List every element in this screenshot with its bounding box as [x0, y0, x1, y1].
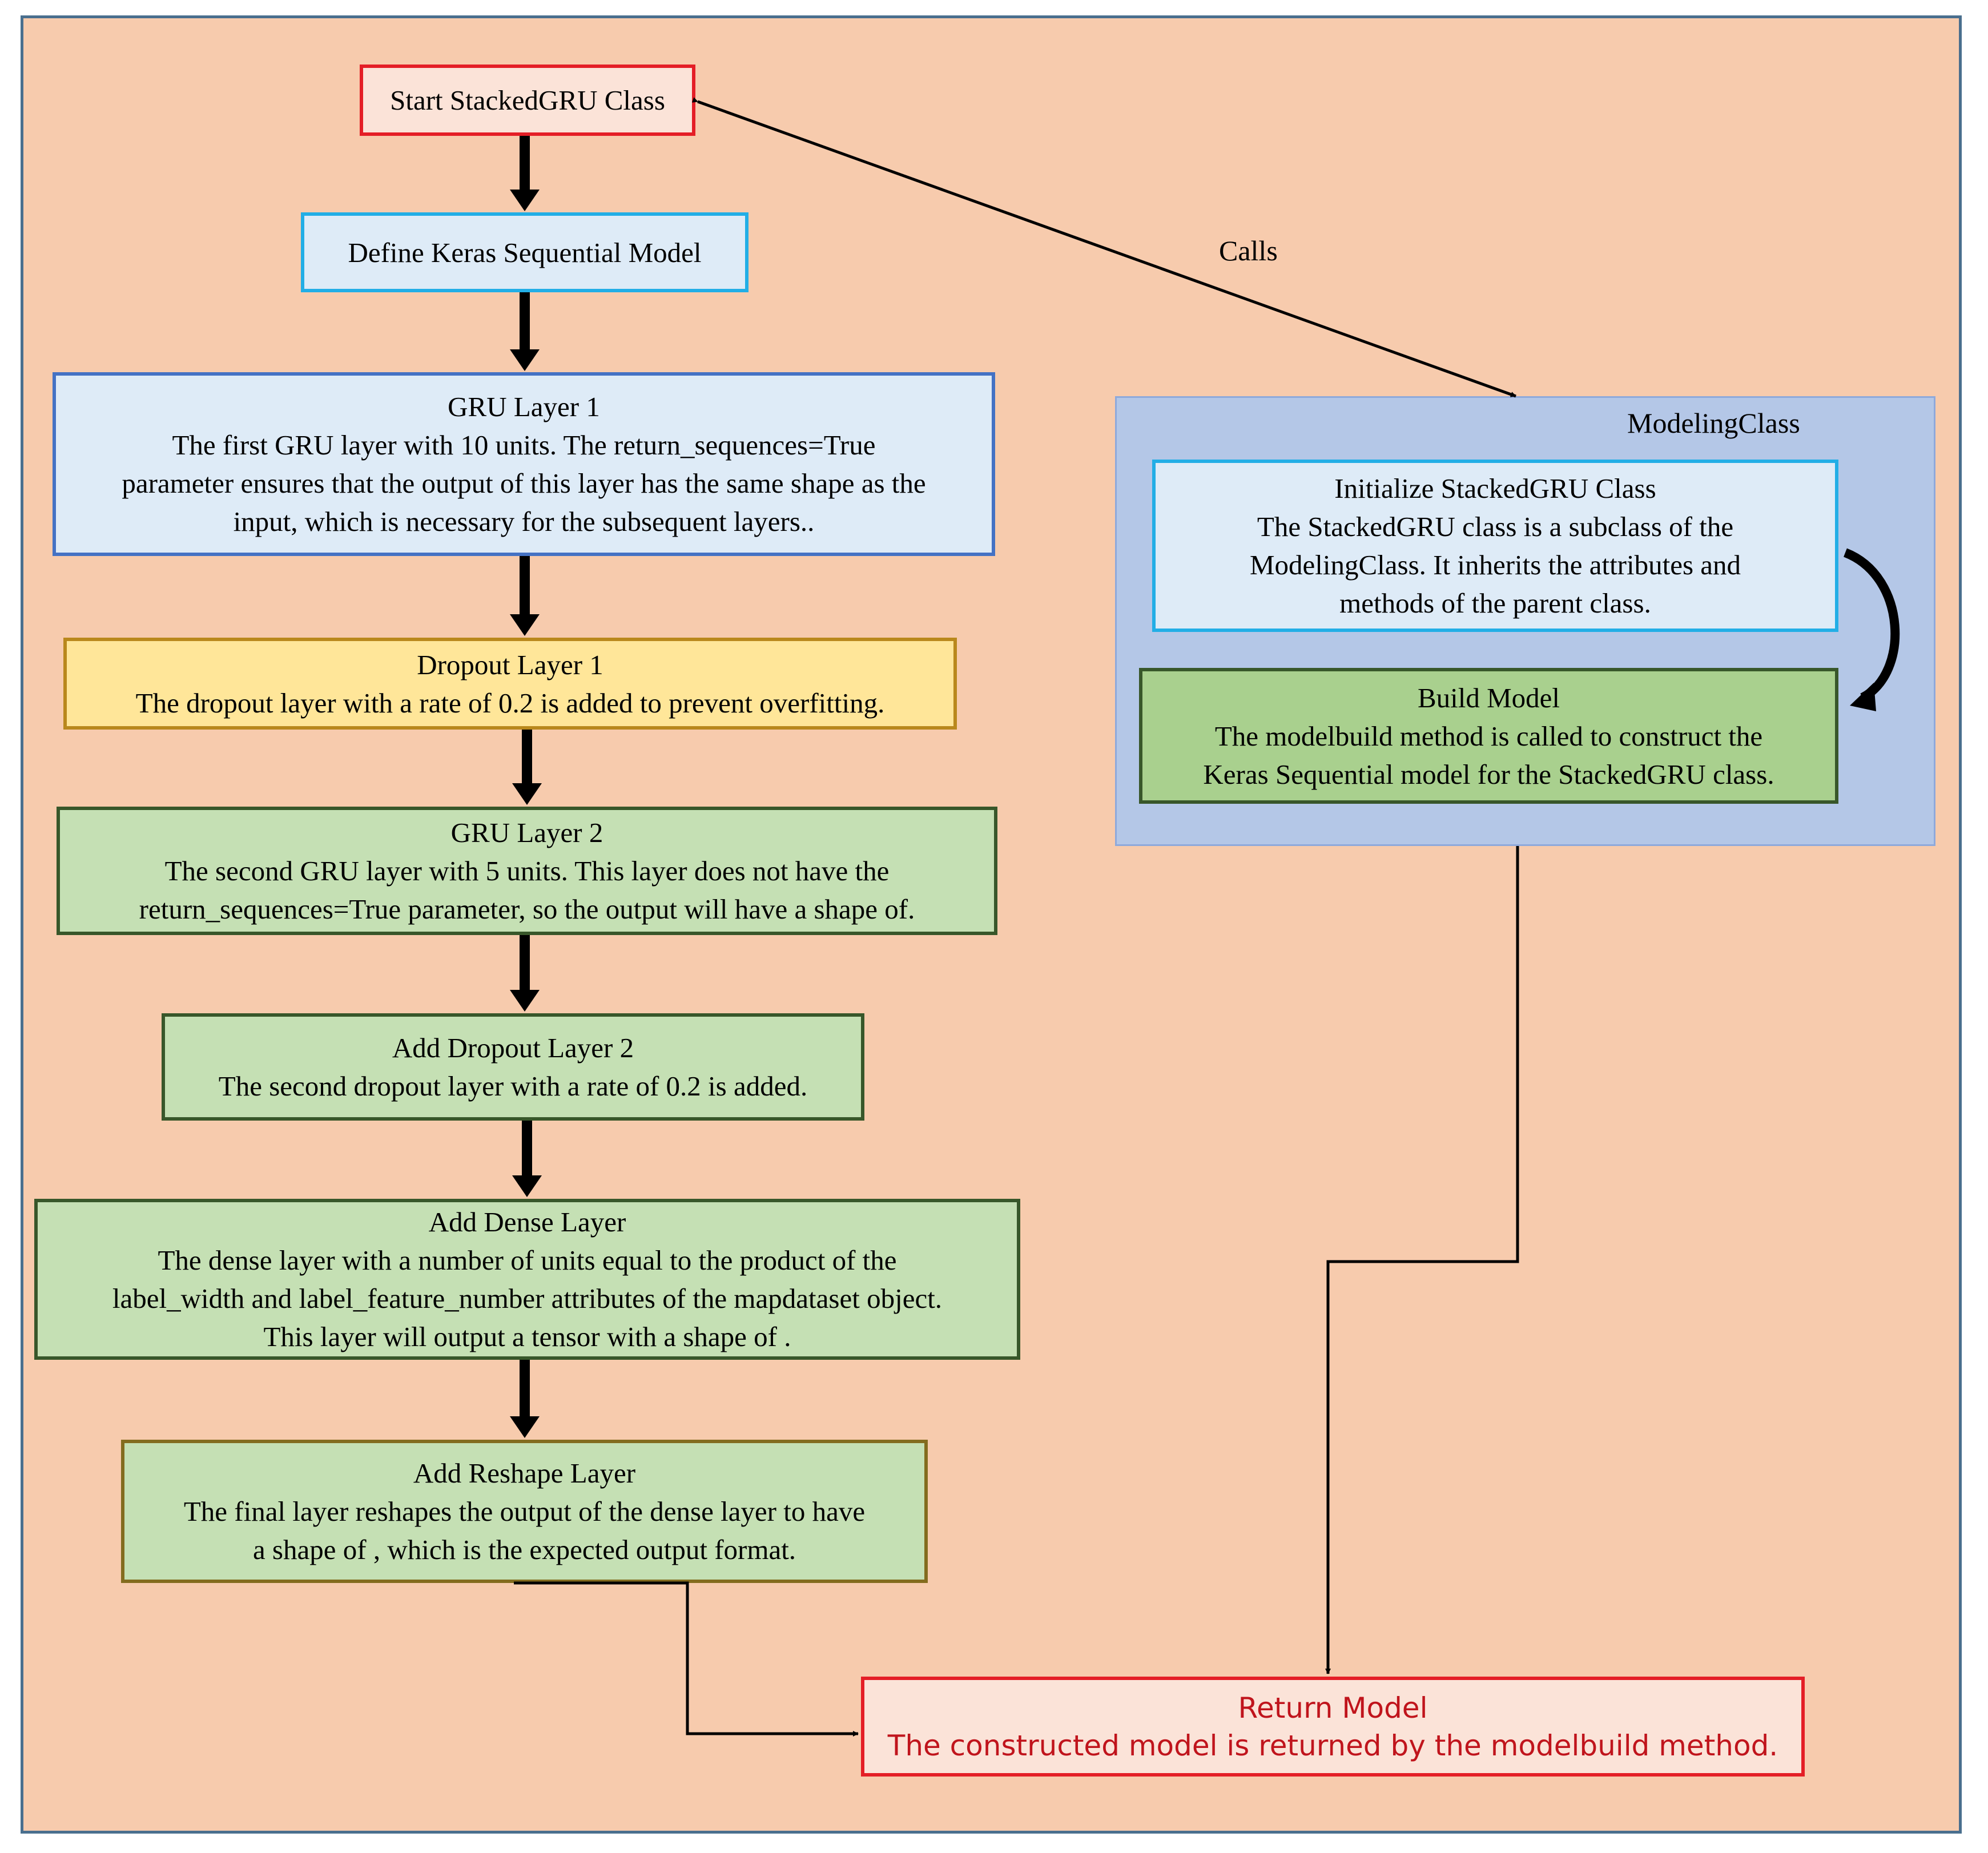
- gru2-line-1: The second GRU layer with 5 units. This …: [164, 855, 890, 887]
- init-title: Initialize StackedGRU Class: [1334, 473, 1656, 504]
- arrow-start-to-define: [510, 136, 540, 211]
- dropout-layer-1-node: Dropout Layer 1 The dropout layer with a…: [63, 638, 957, 730]
- gru1-line-3: input, which is necessary for the subseq…: [233, 506, 815, 537]
- gru2-title: GRU Layer 2: [450, 817, 603, 848]
- reshape-line-2: a shape of , which is the expected outpu…: [252, 1534, 796, 1565]
- init-line-1: The StackedGRU class is a subclass of th…: [1257, 511, 1734, 542]
- dense-line-1: The dense layer with a number of units e…: [158, 1244, 897, 1276]
- dense-line-2: label_width and label_feature_number att…: [112, 1283, 943, 1314]
- define-model-node: Define Keras Sequential Model: [301, 212, 748, 292]
- connector-modeling-to-return: [1325, 846, 1519, 1674]
- reshape-title: Add Reshape Layer: [413, 1457, 636, 1489]
- gru2-line-2: return_sequences=True parameter, so the …: [139, 893, 915, 925]
- arrow-dropout1-to-gru2: [512, 730, 542, 805]
- arrow-gru1-to-dropout1: [510, 556, 540, 636]
- build-title: Build Model: [1417, 682, 1560, 714]
- build-model-node: Build Model The modelbuild method is cal…: [1139, 668, 1838, 804]
- gru1-line-1: The first GRU layer with 10 units. The r…: [172, 429, 876, 461]
- gru1-title: GRU Layer 1: [448, 391, 600, 422]
- curved-arrow-init-to-build: [1843, 548, 1900, 711]
- define-title: Define Keras Sequential Model: [348, 236, 702, 268]
- gru-layer-1-node: GRU Layer 1 The first GRU layer with 10 …: [53, 372, 995, 556]
- start-title: Start StackedGRU Class: [390, 84, 665, 116]
- calls-arrow: [691, 97, 1516, 398]
- return-title: Return Model: [1238, 1691, 1428, 1725]
- return-model-node: Return Model The constructed model is re…: [861, 1677, 1805, 1777]
- initialize-stackedgru-node: Initialize StackedGRU Class The StackedG…: [1152, 460, 1838, 632]
- dropout1-line-1: The dropout layer with a rate of 0.2 is …: [135, 687, 885, 719]
- arrow-dropout2-to-dense: [512, 1121, 542, 1197]
- start-stackedgru-node: Start StackedGRU Class: [360, 65, 695, 136]
- return-line-1: The constructed model is returned by the…: [887, 1729, 1778, 1762]
- arrow-gru2-to-dropout2: [510, 935, 540, 1012]
- arrow-dense-to-reshape: [510, 1360, 540, 1438]
- init-line-2: ModelingClass. It inherits the attribute…: [1249, 549, 1741, 581]
- reshape-layer-node: Add Reshape Layer The final layer reshap…: [121, 1440, 928, 1583]
- arrow-define-to-gru1: [510, 292, 540, 371]
- dense-layer-node: Add Dense Layer The dense layer with a n…: [34, 1199, 1020, 1360]
- gru1-line-2: parameter ensures that the output of thi…: [122, 468, 926, 499]
- dropout1-title: Dropout Layer 1: [417, 648, 603, 680]
- dropout-layer-2-node: Add Dropout Layer 2 The second dropout l…: [162, 1013, 864, 1121]
- connector-reshape-to-return: [514, 1581, 859, 1737]
- gru-layer-2-node: GRU Layer 2 The second GRU layer with 5 …: [57, 807, 997, 935]
- dropout2-line-1: The second dropout layer with a rate of …: [218, 1070, 808, 1102]
- init-line-3: methods of the parent class.: [1339, 587, 1651, 619]
- reshape-line-1: The final layer reshapes the output of t…: [183, 1496, 866, 1527]
- modeling-class-label: ModelingClass: [1627, 407, 1800, 439]
- build-line-2: Keras Sequential model for the StackedGR…: [1203, 758, 1774, 790]
- dense-title: Add Dense Layer: [428, 1206, 626, 1238]
- dense-line-3: This layer will output a tensor with a s…: [263, 1321, 791, 1352]
- build-line-1: The modelbuild method is called to const…: [1214, 720, 1763, 752]
- dropout2-title: Add Dropout Layer 2: [392, 1032, 634, 1064]
